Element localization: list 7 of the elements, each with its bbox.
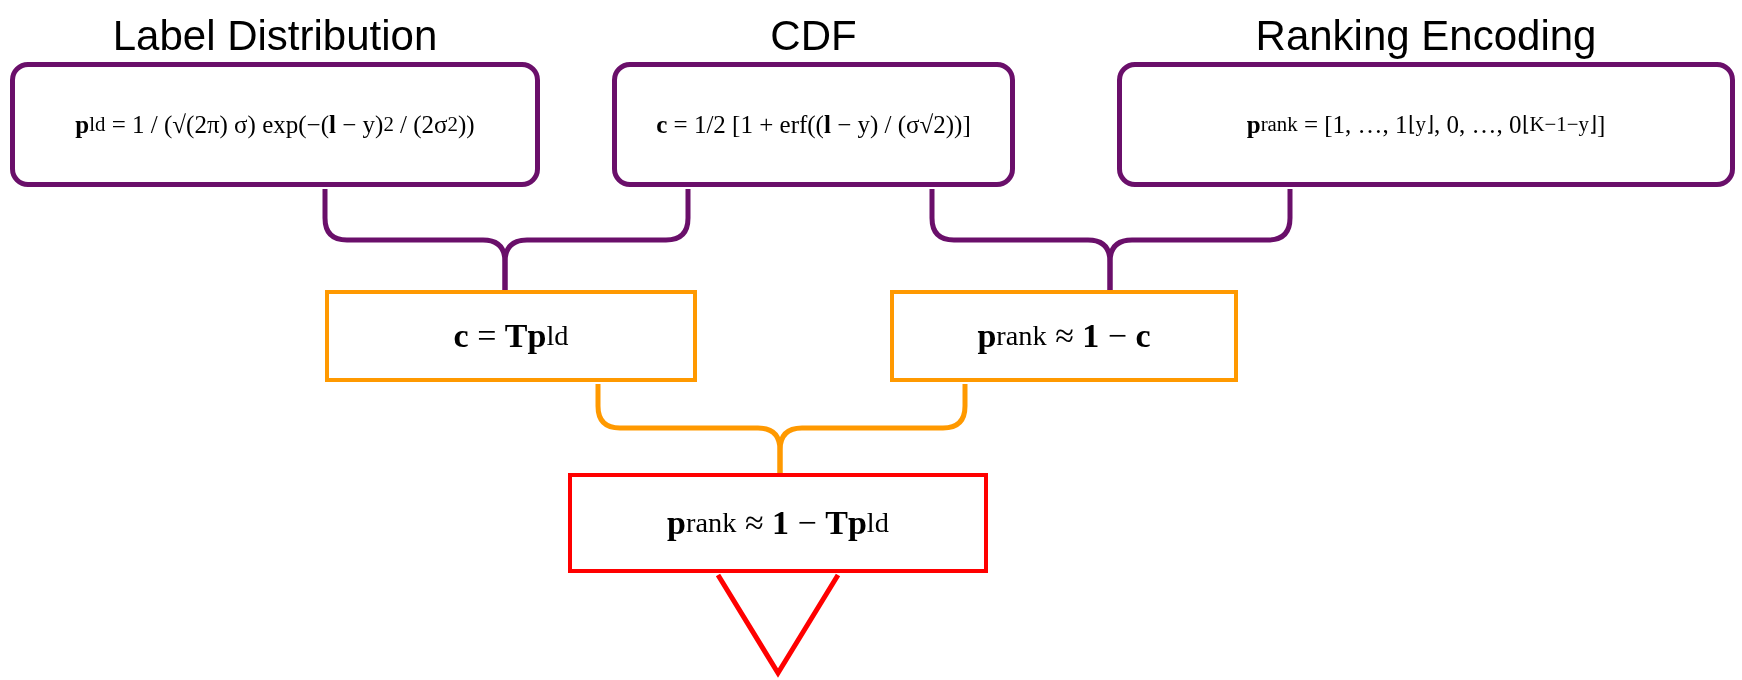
brace-connector: [777, 384, 968, 473]
formula-box: c = 1/2 [1 + erf((l − y) / (σ√2))]: [612, 62, 1015, 187]
box-heading: Label Distribution: [111, 11, 439, 61]
brace-connector: [502, 189, 691, 290]
box-heading: Ranking Encoding: [1254, 11, 1598, 61]
box-heading: CDF: [769, 11, 858, 61]
brace-connector: [1107, 189, 1293, 290]
